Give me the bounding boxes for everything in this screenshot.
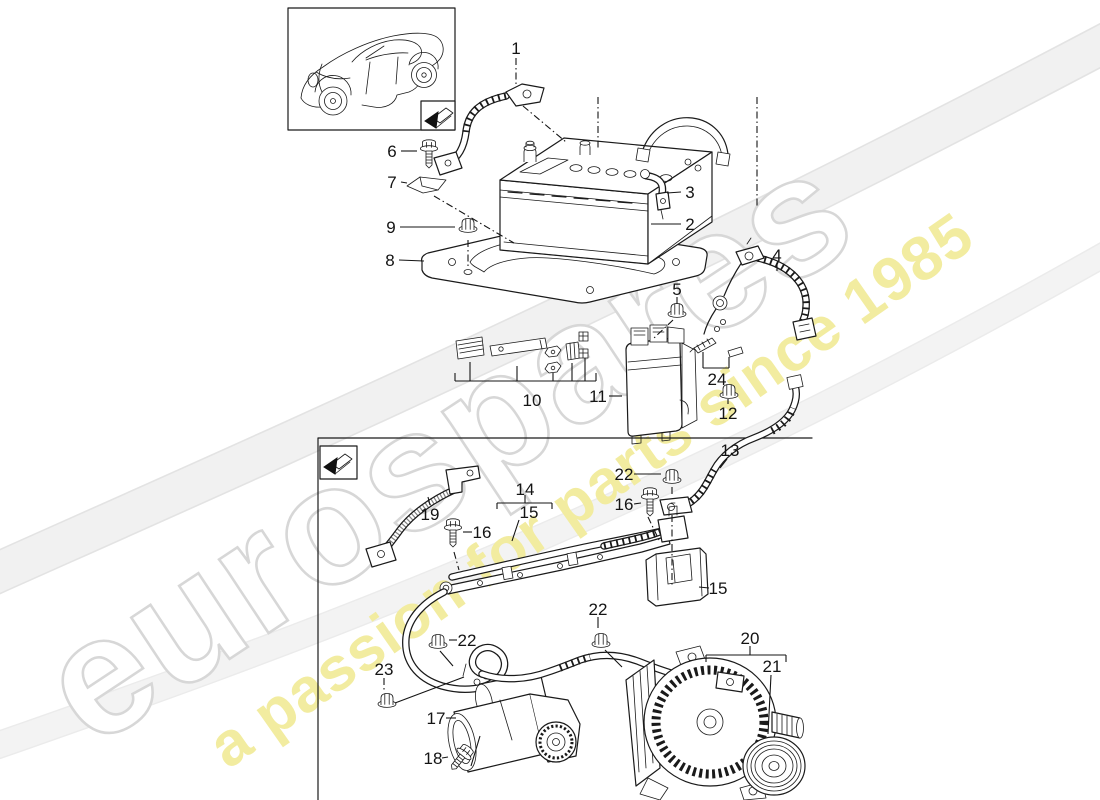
leader-line-21 (767, 674, 772, 735)
leader-line-7 (433, 195, 515, 244)
part-callout-19: 19 (421, 505, 440, 524)
part-callout-15a: 15 (520, 503, 539, 522)
group-bracket-lines (454, 352, 787, 662)
part-callout-18: 18 (424, 749, 443, 768)
part-callout-12: 12 (719, 404, 738, 423)
battery-cable-4 (703, 237, 817, 341)
leader-line-16b (633, 502, 642, 505)
leader-line-16b (647, 516, 660, 541)
part-callout-13: 13 (721, 441, 740, 460)
part-callout-14: 14 (516, 480, 535, 499)
leader-line-8 (398, 259, 425, 262)
fuse-relay-box (625, 324, 698, 445)
leader-line-3 (666, 191, 682, 194)
leader-line-13 (719, 458, 728, 469)
watermark-swoosh-graphic (0, 22, 1100, 760)
part-callout-22b: 22 (589, 600, 608, 619)
leader-line-5 (653, 319, 674, 339)
part-callout-22c: 22 (458, 631, 477, 650)
part-callout-17: 17 (427, 709, 446, 728)
assembly-axis-lines (597, 97, 758, 585)
part-callout-21: 21 (763, 657, 782, 676)
part-callout-16a: 16 (473, 523, 492, 542)
bolt-6 (419, 139, 439, 169)
part-callout-8: 8 (385, 251, 394, 270)
leader-line-18 (470, 735, 481, 767)
screw-set-24 (689, 318, 744, 358)
part-callout-3: 3 (685, 183, 694, 202)
ground-strap-19 (365, 465, 481, 568)
leader-line-18 (441, 756, 449, 759)
holder-bracket-15 (645, 547, 709, 607)
battery-cable-3 (640, 169, 671, 220)
part-callout-24: 24 (708, 370, 727, 389)
battery-clamp-bracket-7 (406, 176, 447, 194)
part-callout-6: 6 (387, 142, 396, 161)
leader-line-1 (522, 105, 567, 143)
cable-harness-14 (439, 502, 689, 595)
leader-line-23 (394, 676, 465, 704)
part-callout-2: 2 (685, 215, 694, 234)
part-callout-5: 5 (672, 280, 681, 299)
part-callout-20: 20 (741, 629, 760, 648)
battery-terminal-posts (523, 140, 591, 162)
alternator (625, 645, 804, 800)
part-callout-15b: 15 (709, 579, 728, 598)
vehicle-thumbnail-box (287, 7, 456, 131)
alternator-pulley (742, 736, 806, 796)
nut-9 (458, 218, 478, 233)
starter-motor (447, 671, 581, 773)
part-callout-7: 7 (387, 173, 396, 192)
part-callout-10: 10 (523, 391, 542, 410)
leader-line-7 (400, 181, 408, 184)
part-callout-9: 9 (386, 218, 395, 237)
leader-line-22c (439, 650, 454, 667)
part-callout-11: 11 (589, 387, 607, 406)
part-callout-23: 23 (375, 660, 394, 679)
part-callout-22a: 22 (615, 465, 634, 484)
leader-line-16a (453, 551, 460, 571)
leader-line-15a (511, 519, 520, 542)
vehicle-911-sketch (300, 32, 444, 116)
battery-handle (635, 117, 731, 167)
cable-ring-terminal (715, 671, 745, 693)
part-callout-16b: 16 (615, 495, 634, 514)
nut-22b (591, 633, 611, 648)
leader-line-19 (427, 496, 431, 506)
part-callout-1: 1 (511, 39, 520, 58)
part-callout-4: 4 (772, 246, 781, 265)
leader-line-15b (698, 586, 710, 589)
battery-cable-1 (433, 83, 545, 176)
lower-section-box (317, 437, 813, 800)
fastening-parts-group-10 (455, 331, 589, 374)
nut-23 (377, 693, 397, 708)
leader-line-22b (604, 649, 623, 668)
